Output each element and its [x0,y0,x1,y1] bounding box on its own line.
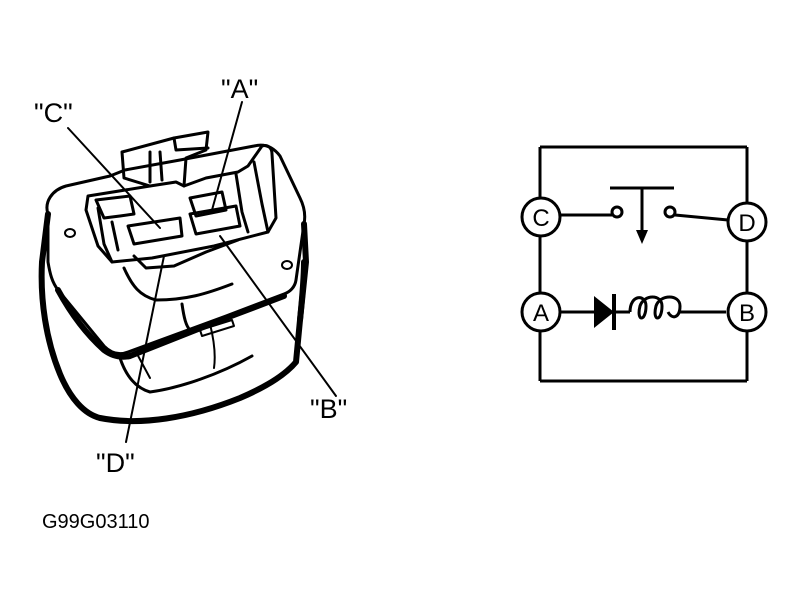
cavity-bottom-left [126,216,184,246]
relay-base-bottom [97,259,307,425]
callout-label-d: "D" [96,448,135,478]
mount-hole-right [281,260,293,270]
connector-latch [120,130,210,188]
callout-leader-c [67,127,161,229]
connector-front-lip [122,266,234,332]
terminal-c: C [520,196,562,238]
terminal-b: B [726,291,768,333]
callout-leader-a [211,101,243,211]
coil [628,295,682,320]
switch-contact-right [663,205,677,219]
cavity-top-right [188,190,228,218]
connector-side-ribs [96,160,270,264]
wire-switch-to-d [674,213,729,222]
relay-base-rim [63,299,216,379]
switch-arrowhead [636,230,648,244]
terminal-d: D [726,201,768,243]
callout-label-b: "B" [310,394,347,424]
switch-contact-left [610,205,624,219]
connector-housing-outer [84,144,278,264]
relay-drawing [38,101,337,443]
relay-base-inner-curve [118,354,254,394]
diode-triangle [594,296,614,328]
terminal-d-label: D [738,210,755,237]
connector-grille [199,319,235,337]
terminal-a: A [520,291,562,333]
connector-latch-side [172,136,210,152]
terminal-b-label: B [739,300,755,327]
cavity-bottom-right [188,204,242,236]
mount-hole-left [64,228,76,238]
terminal-a-label: A [533,300,549,327]
callout-label-a: "A" [221,74,258,104]
relay-base-top-outline [45,143,307,356]
relay-schematic [538,145,749,383]
relay-base-right-wall [297,221,309,323]
terminal-c-label: C [532,205,549,232]
callout-label-c: "C" [34,98,73,128]
figure-code: G99G03110 [42,511,150,533]
callout-leader-b [219,235,337,397]
connector-bottom-ledge [132,238,240,270]
callout-leader-d [125,255,165,443]
cavity-top-left [94,194,136,220]
relay-base-left-wall [38,211,103,421]
